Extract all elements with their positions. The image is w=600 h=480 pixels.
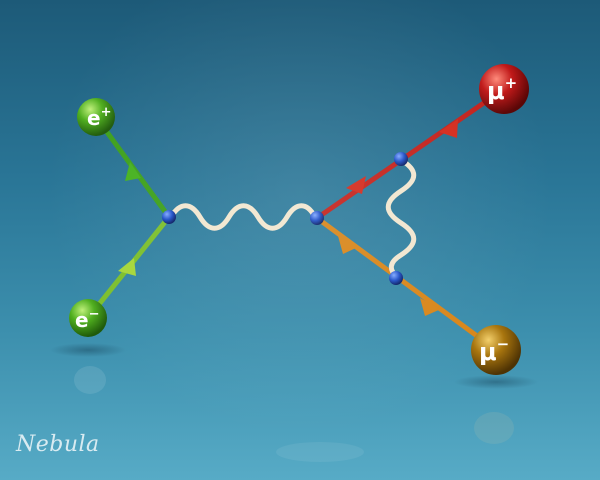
electron-sphere: e−: [69, 299, 107, 337]
muon-shadow: [454, 375, 538, 389]
positron-sphere: e+: [77, 98, 115, 136]
vertex-mumu: [310, 211, 324, 225]
photon-reflection: [276, 442, 364, 462]
electron-shadow: [50, 343, 126, 357]
muon-reflection: [474, 412, 514, 444]
vertex-correction-photon: [385, 157, 417, 279]
muon-label: μ−: [479, 335, 509, 366]
vertex-antimuon-photon: [394, 152, 408, 166]
electron-arrow-icon: [118, 258, 136, 276]
antimuon-line: [314, 86, 507, 221]
antimuon-sphere: μ+: [479, 64, 529, 114]
signature: Nebula: [16, 432, 100, 457]
muon-arrow-icon-2: [420, 298, 441, 316]
electron-label: e−: [75, 307, 99, 332]
antimuon-arrow-icon-2: [346, 176, 366, 194]
muon-sphere: μ−: [471, 325, 521, 375]
electron-reflection: [74, 366, 106, 394]
photon-propagator: [168, 203, 318, 231]
positron-label: e+: [87, 105, 111, 130]
muon-line: [314, 215, 499, 353]
vertex-ee: [162, 210, 176, 224]
muon-arrow-icon: [338, 236, 358, 254]
positron-arrow-icon: [125, 162, 141, 181]
vertex-muon-photon: [389, 271, 403, 285]
antimuon-label: μ+: [487, 74, 517, 105]
antimuon-arrow-icon: [439, 119, 458, 138]
